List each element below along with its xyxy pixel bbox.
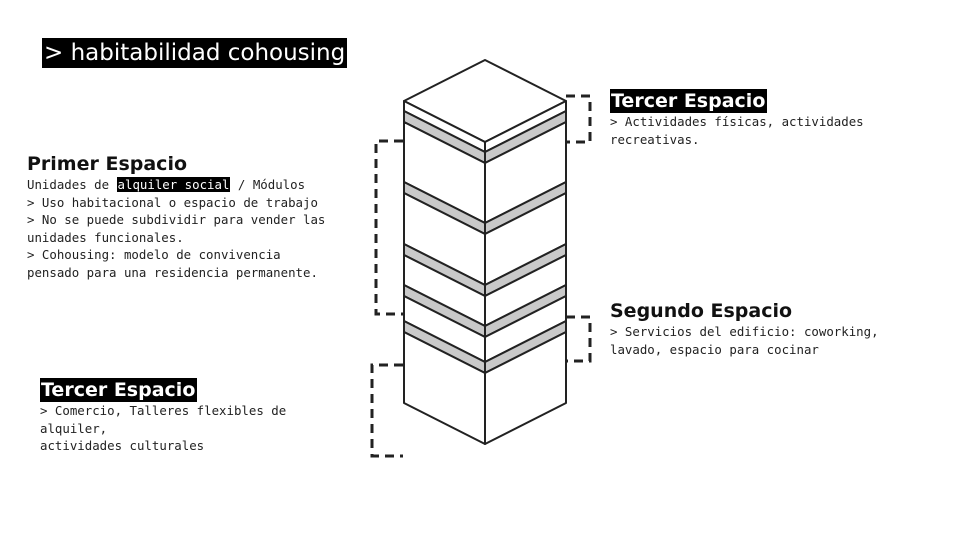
bracket-primer: [374, 139, 403, 316]
tercer-espacio-top-heading: Tercer Espacio: [610, 89, 768, 113]
primer-espacio-description: Unidades de alquiler social / Módulos > …: [27, 176, 357, 281]
tercer-espacio-bottom-block: Tercer Espacio > Comercio, Talleres flex…: [40, 378, 360, 455]
primer-line-6: pensado para una residencia permanente.: [27, 264, 318, 280]
space-brackets: [370, 94, 592, 458]
primer-line-1-pre: Unidades de: [27, 177, 117, 192]
segundo-espacio-block: Segundo Espacio > Servicios del edificio…: [610, 299, 910, 358]
primer-line-4: unidades funcionales.: [27, 229, 184, 245]
tercer-espacio-bottom-description: > Comercio, Talleres flexibles de alquil…: [40, 402, 360, 455]
tercer-espacio-top-description: > Actividades físicas, actividades recre…: [610, 113, 910, 148]
tercer-top-line-2: recreativas.: [610, 131, 700, 147]
tercer-espacio-bottom-heading: Tercer Espacio: [40, 378, 198, 402]
tercer-top-line-1: > Actividades físicas, actividades: [610, 114, 864, 129]
module-tercer-bottom-right-face: [484, 331, 567, 445]
primer-espacio-block: Primer Espacio Unidades de alquiler soci…: [27, 152, 357, 281]
primer-line-3: > No se puede subdividir para vender las: [27, 212, 326, 227]
tercer-espacio-top-block: Tercer Espacio > Actividades físicas, ac…: [610, 89, 910, 148]
segundo-line-2: lavado, espacio para cocinar: [610, 341, 819, 357]
bracket-tercer-top: [566, 94, 592, 144]
segundo-espacio-description: > Servicios del edificio: coworking, lav…: [610, 323, 910, 358]
segundo-line-1: > Servicios del edificio: coworking,: [610, 324, 879, 339]
bracket-segundo: [566, 315, 592, 363]
primer-line-2: > Uso habitacional o espacio de trabajo: [27, 194, 318, 210]
primer-line-1-post: / Módulos: [230, 177, 306, 192]
primer-espacio-heading: Primer Espacio: [27, 153, 188, 175]
segundo-espacio-heading: Segundo Espacio: [610, 300, 793, 322]
alquiler-social-highlight: alquiler social: [116, 177, 231, 192]
bracket-tercer-bottom: [370, 363, 403, 458]
slide-title: > habitabilidad cohousing: [42, 38, 348, 68]
primer-line-5: > Cohousing: modelo de convivencia: [27, 247, 281, 262]
tercer-bottom-line-1: > Comercio, Talleres flexibles de alquil…: [40, 403, 287, 436]
primer-line-1: Unidades de alquiler social / Módulos: [27, 176, 357, 194]
tower-modules: [403, 59, 567, 445]
tercer-bottom-line-2: actividades culturales: [40, 438, 205, 453]
